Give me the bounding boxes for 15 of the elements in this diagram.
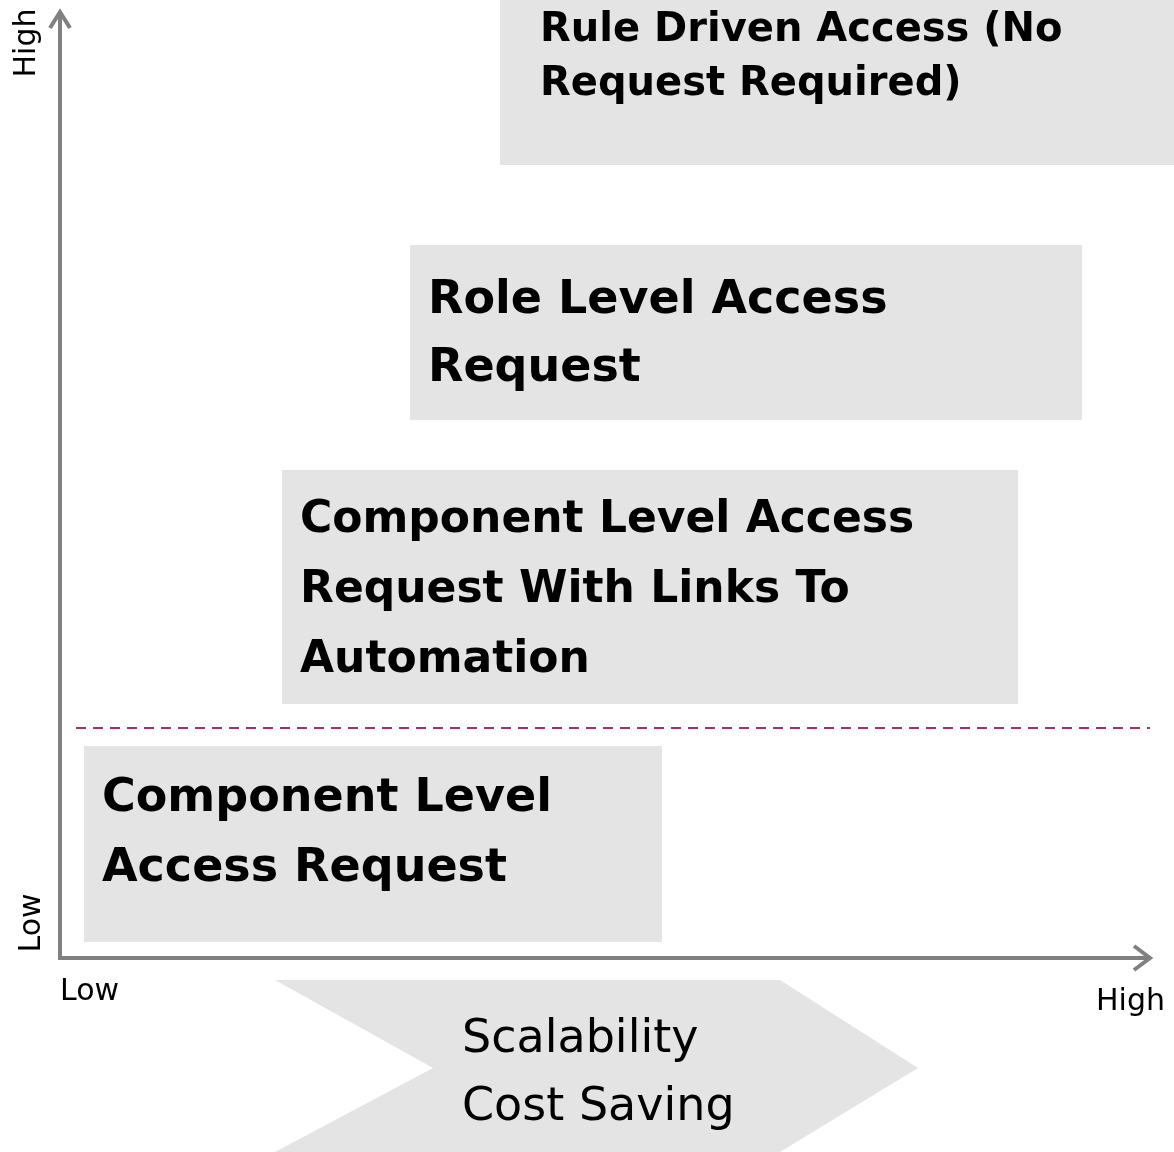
level-box	[84, 746, 662, 942]
level-box	[282, 470, 1018, 704]
axis-label: High	[7, 7, 43, 80]
axis-label: Low	[12, 892, 48, 955]
axis-label: Low	[60, 972, 120, 1008]
level-text: Component Level Access Request	[102, 767, 553, 894]
axis-label: High	[1096, 982, 1165, 1018]
chevron-arrow	[275, 980, 918, 1152]
level-text: Rule Driven Access (No Request Required)	[540, 3, 1064, 106]
level-text: Role Level Access Request	[428, 269, 889, 394]
level-box	[410, 245, 1082, 420]
level-box	[500, 0, 1174, 165]
chevron-text: Scalability	[462, 1008, 700, 1065]
chevron-text: Cost Saving	[462, 1076, 735, 1133]
level-text: Component Level Access Request With Links To Automation	[300, 490, 916, 684]
